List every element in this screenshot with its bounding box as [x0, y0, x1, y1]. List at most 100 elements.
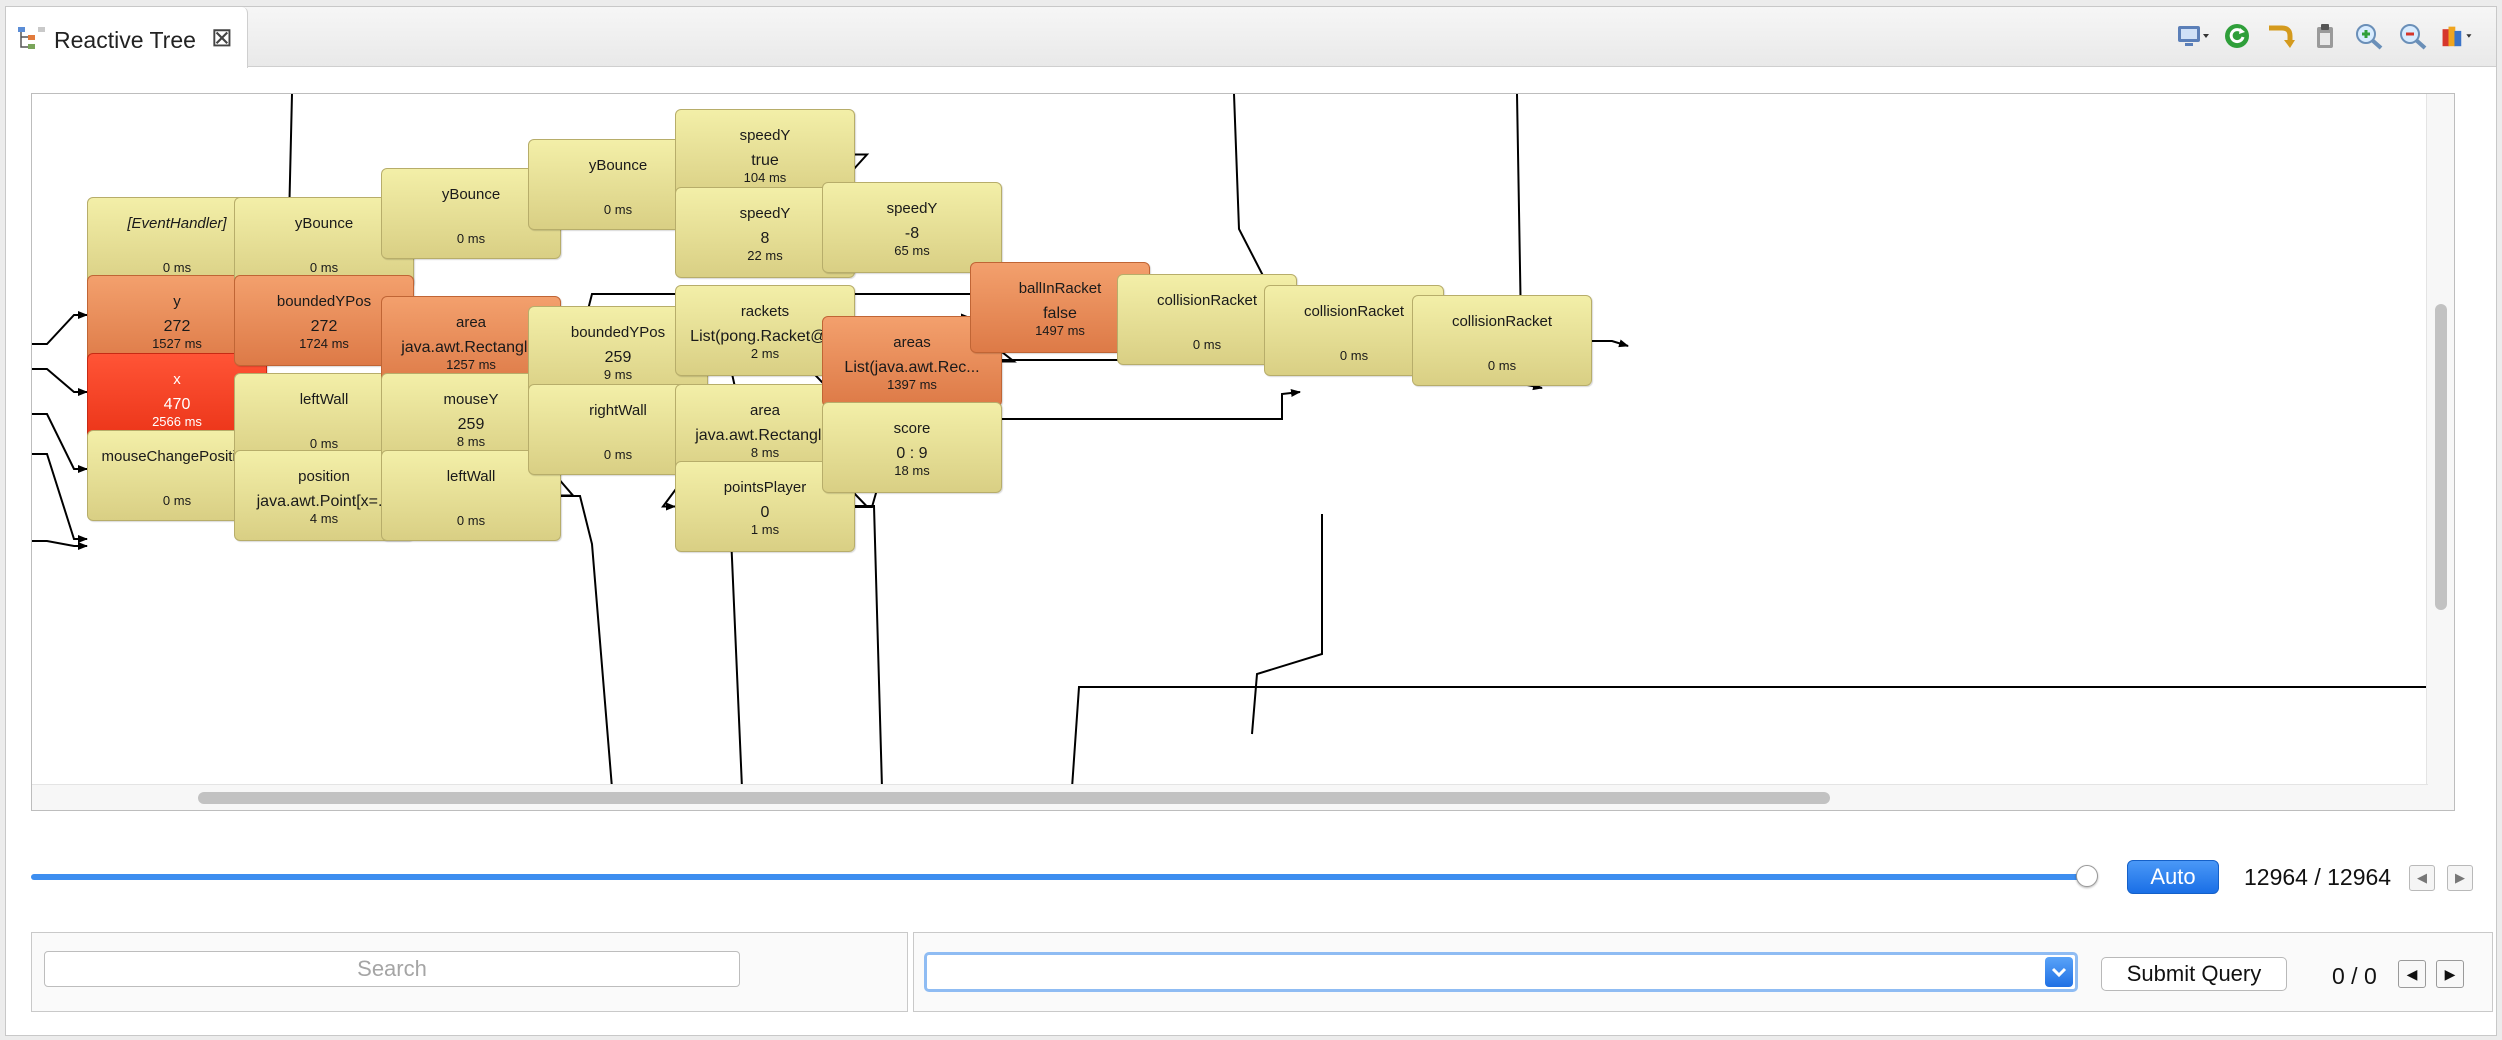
- node-value: -8: [904, 225, 920, 242]
- jump-icon[interactable]: [2264, 19, 2298, 53]
- node-time: 0 ms: [1192, 337, 1222, 352]
- node-time: 1 ms: [750, 522, 780, 537]
- node-time: 0 ms: [1339, 348, 1369, 363]
- node-name: [EventHandler]: [127, 215, 227, 232]
- auto-button[interactable]: Auto: [2127, 860, 2219, 894]
- node-time: 1497 ms: [1035, 323, 1085, 338]
- graph-edge: [32, 453, 88, 543]
- node-name: speedY: [739, 127, 791, 144]
- timeline-slider-knob[interactable]: [2075, 865, 2098, 887]
- close-icon[interactable]: ⊠: [211, 22, 233, 52]
- display-menu-icon[interactable]: [2176, 19, 2210, 53]
- query-prev-button[interactable]: ◀: [2398, 960, 2426, 988]
- graph-edge: [32, 540, 88, 550]
- node-value: 0 : 9: [896, 445, 928, 462]
- node-time: 1527 ms: [152, 336, 202, 351]
- node-value: 0: [760, 504, 770, 521]
- node-value: List(java.awt.Rec...: [844, 359, 980, 376]
- horizontal-scrollbar[interactable]: [32, 784, 2428, 810]
- node-time: 0 ms: [1487, 358, 1517, 373]
- node-time: 0 ms: [603, 202, 633, 217]
- query-next-button[interactable]: ▶: [2436, 960, 2464, 988]
- node-name: ballInRacket: [1018, 280, 1102, 297]
- refresh-icon[interactable]: [2220, 19, 2254, 53]
- node-name: mouseChangePosition: [101, 448, 253, 465]
- node-name: position: [298, 468, 350, 485]
- node-time: 0 ms: [162, 493, 192, 508]
- step-counter: 12964 / 12964: [2244, 864, 2392, 890]
- query-combo-box[interactable]: [924, 952, 2078, 992]
- step-back-button[interactable]: ◀: [2409, 865, 2435, 891]
- graph-edge: [1251, 514, 1323, 735]
- query-result-count: 0 / 0: [2332, 963, 2377, 989]
- node-name: yBounce: [441, 186, 501, 203]
- node-name: rightWall: [589, 402, 647, 419]
- submit-query-button[interactable]: Submit Query: [2101, 957, 2287, 991]
- node-time: 0 ms: [162, 260, 192, 275]
- node-time: 1724 ms: [299, 336, 349, 351]
- node-name: yBounce: [294, 215, 354, 232]
- step-forward-button[interactable]: ▶: [2447, 865, 2473, 891]
- horizontal-scroll-thumb[interactable]: [198, 792, 1830, 804]
- clipboard-icon[interactable]: [2308, 19, 2342, 53]
- node-name: y: [173, 293, 181, 310]
- node-name: speedY: [739, 205, 791, 222]
- graph-edge: [32, 368, 88, 396]
- node-name: area: [749, 402, 781, 419]
- node-time: 0 ms: [456, 513, 486, 528]
- node-time: 18 ms: [894, 463, 930, 478]
- node-name: speedY: [886, 200, 938, 217]
- node-name: mouseY: [443, 391, 499, 408]
- zoom-in-icon[interactable]: [2352, 19, 2386, 53]
- graph-edge: [561, 495, 613, 788]
- node-name: yBounce: [588, 157, 648, 174]
- node-time: 104 ms: [743, 170, 787, 185]
- node-time: 8 ms: [750, 445, 780, 460]
- node-time: 9 ms: [603, 367, 633, 382]
- node-name: pointsPlayer: [723, 479, 807, 496]
- node-time: 0 ms: [456, 231, 486, 246]
- node-name: collisionRacket: [1451, 313, 1553, 330]
- vertical-scroll-thumb[interactable]: [2435, 304, 2447, 610]
- node-name: leftWall: [446, 468, 496, 485]
- graph-node[interactable]: collisionRacket 0 ms: [1412, 295, 1592, 386]
- node-time: 2566 ms: [152, 414, 202, 429]
- node-name: collisionRacket: [1156, 292, 1258, 309]
- palette-icon[interactable]: [2440, 19, 2474, 53]
- tab-reactive-tree[interactable]: Reactive Tree ⊠: [6, 7, 248, 68]
- node-name: boundedYPos: [276, 293, 372, 310]
- reactive-tree-window: Reactive Tree ⊠: [5, 6, 2497, 1036]
- node-name: areas: [893, 334, 931, 351]
- node-time: 22 ms: [747, 248, 783, 263]
- timeline-slider[interactable]: [31, 874, 2097, 880]
- node-name: area: [455, 314, 487, 331]
- node-time: 0 ms: [309, 436, 339, 451]
- chevron-down-icon[interactable]: [2045, 957, 2073, 987]
- node-time: 8 ms: [456, 434, 486, 449]
- node-time: 0 ms: [603, 447, 633, 462]
- zoom-out-icon[interactable]: [2396, 19, 2430, 53]
- view-toolbar: [2176, 19, 2474, 53]
- tab-title: Reactive Tree: [54, 27, 196, 53]
- node-name: score: [893, 420, 931, 437]
- node-name: collisionRacket: [1303, 303, 1405, 320]
- graph-edge: [1592, 339, 1629, 348]
- node-time: 1257 ms: [446, 357, 496, 372]
- node-time: 4 ms: [309, 511, 339, 526]
- graph-node[interactable]: leftWall 0 ms: [381, 450, 561, 541]
- graph-edge: [1071, 686, 2428, 788]
- node-value: true: [751, 152, 779, 169]
- node-time: 1397 ms: [887, 377, 937, 392]
- search-input[interactable]: Search: [44, 951, 740, 987]
- graph-edge: [32, 311, 88, 345]
- node-time: 0 ms: [309, 260, 339, 275]
- tree-view-icon: [18, 27, 45, 49]
- node-time: 65 ms: [894, 243, 930, 258]
- graph-edge: [855, 505, 883, 788]
- tab-bar: Reactive Tree ⊠: [6, 7, 2496, 68]
- vertical-scrollbar[interactable]: [2426, 94, 2454, 810]
